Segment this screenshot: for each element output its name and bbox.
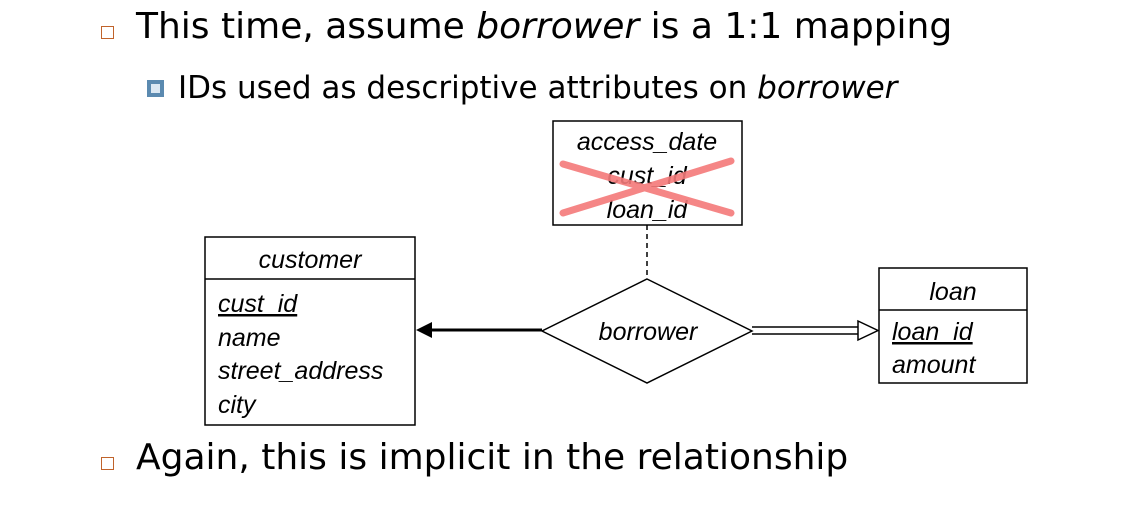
bullet-line-1: This time, assume borrower is a 1:1 mapp… — [136, 6, 953, 47]
customer-primary-key: cust_id — [218, 290, 298, 318]
arrowhead-customer-icon — [416, 322, 432, 338]
arrowhead-loan-icon — [857, 319, 880, 342]
loan-attribute-amount: amount — [892, 351, 976, 379]
borrower-relationship-diamond — [540, 278, 754, 384]
customer-attribute-name: name — [218, 324, 281, 352]
sub-bullet-square-icon — [147, 80, 164, 97]
bullet-square-icon — [101, 457, 114, 470]
relationship-name: borrower — [599, 318, 699, 346]
bullet-line-3: Again, this is implicit in the relations… — [136, 437, 849, 478]
attribute-loan-id-crossed: loan_id — [607, 196, 689, 224]
customer-title: customer — [259, 246, 363, 274]
customer-attribute-street-address: street_address — [218, 357, 383, 385]
bullet-line-2: IDs used as descriptive attributes on bo… — [178, 70, 898, 106]
cross-out-mark — [559, 157, 735, 217]
loan-title: loan — [929, 278, 976, 306]
bullet-square-icon — [101, 26, 114, 39]
customer-entity-box — [204, 236, 416, 426]
attribute-access-date: access_date — [577, 128, 717, 156]
total-participation-arrow-to-loan — [752, 319, 880, 342]
loan-entity-box — [878, 267, 1028, 384]
customer-attribute-city: city — [218, 391, 257, 419]
loan-primary-key: loan_id — [892, 318, 974, 346]
